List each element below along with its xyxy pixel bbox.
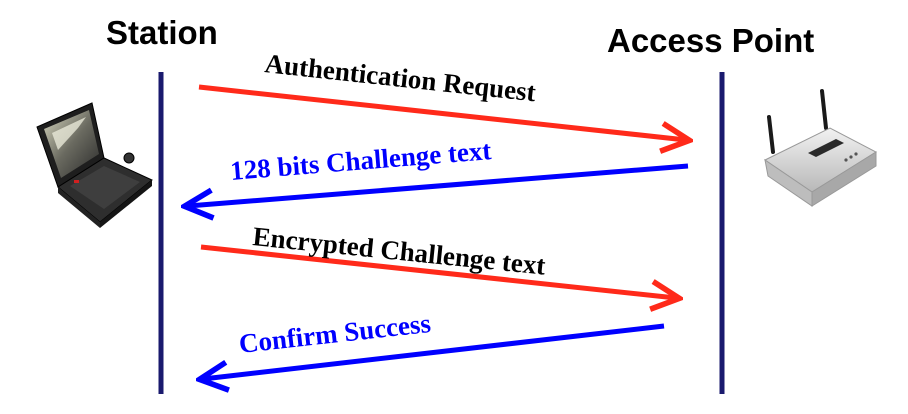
wireless-router-icon: [764, 89, 878, 207]
message-label-challenge-text: 128 bits Challenge text: [229, 135, 492, 186]
message-arrow-confirm-success: [203, 323, 665, 379]
laptop-icon: [36, 102, 153, 228]
message-arrow-challenge-text: [188, 163, 689, 206]
message-arrow-authentication-request: [198, 84, 686, 140]
message-label-encrypted-challenge: Encrypted Challenge text: [251, 221, 547, 281]
message-label-confirm-success: Confirm Success: [237, 308, 432, 359]
message-arrow-encrypted-challenge: [200, 244, 676, 298]
station-label: Station: [106, 14, 218, 51]
access-point-label: Access Point: [607, 22, 814, 59]
